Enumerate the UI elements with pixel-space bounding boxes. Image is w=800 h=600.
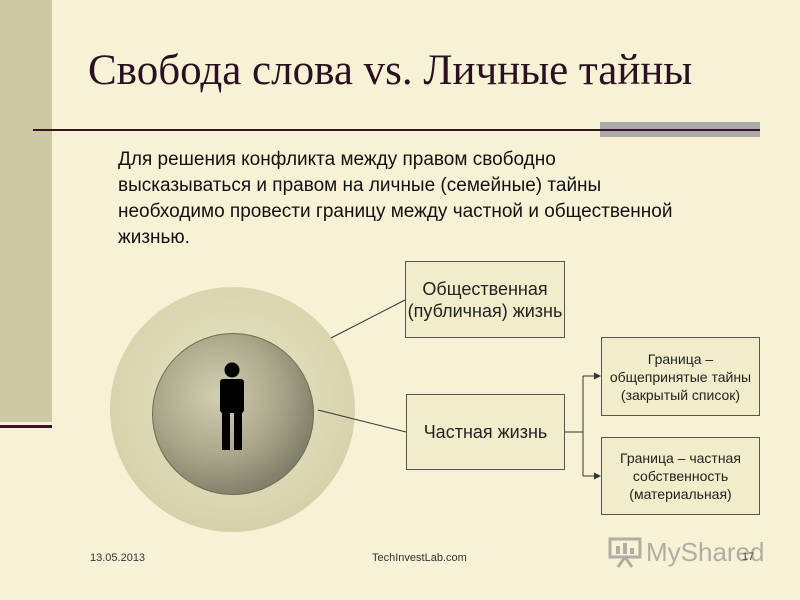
left-accent-bar: [0, 0, 52, 422]
boundary-secrets-label: Граница – общепринятые тайны (закрытый с…: [609, 350, 752, 403]
presentation-board-icon: [608, 537, 642, 568]
public-life-label: Общественная (публичная) жизнь: [407, 278, 563, 321]
left-accent-line: [0, 425, 52, 428]
private-life-box: Частная жизнь: [406, 394, 565, 470]
boundary-secrets-box: Граница – общепринятые тайны (закрытый с…: [601, 337, 760, 416]
person-icon: [220, 362, 244, 450]
public-life-box: Общественная (публичная) жизнь: [405, 261, 565, 338]
watermark-text: MyShared: [646, 536, 765, 567]
title-rule: [33, 129, 760, 131]
footer-page-number: 17: [742, 551, 755, 563]
boundary-property-box: Граница – частная собственность (материа…: [601, 437, 760, 515]
private-life-label: Частная жизнь: [423, 421, 548, 442]
private-sphere-circle: [152, 333, 314, 495]
boundary-property-label: Граница – частная собственность (материа…: [620, 450, 741, 502]
body-text: Для решения конфликта между правом свобо…: [118, 149, 673, 248]
watermark-logo: MyShared: [608, 536, 765, 568]
slide-title: Свобода слова vs. Личные тайны: [88, 47, 693, 94]
footer-date: 13.05.2013: [90, 552, 146, 564]
footer-site: TechInvestLab.com: [372, 552, 467, 564]
